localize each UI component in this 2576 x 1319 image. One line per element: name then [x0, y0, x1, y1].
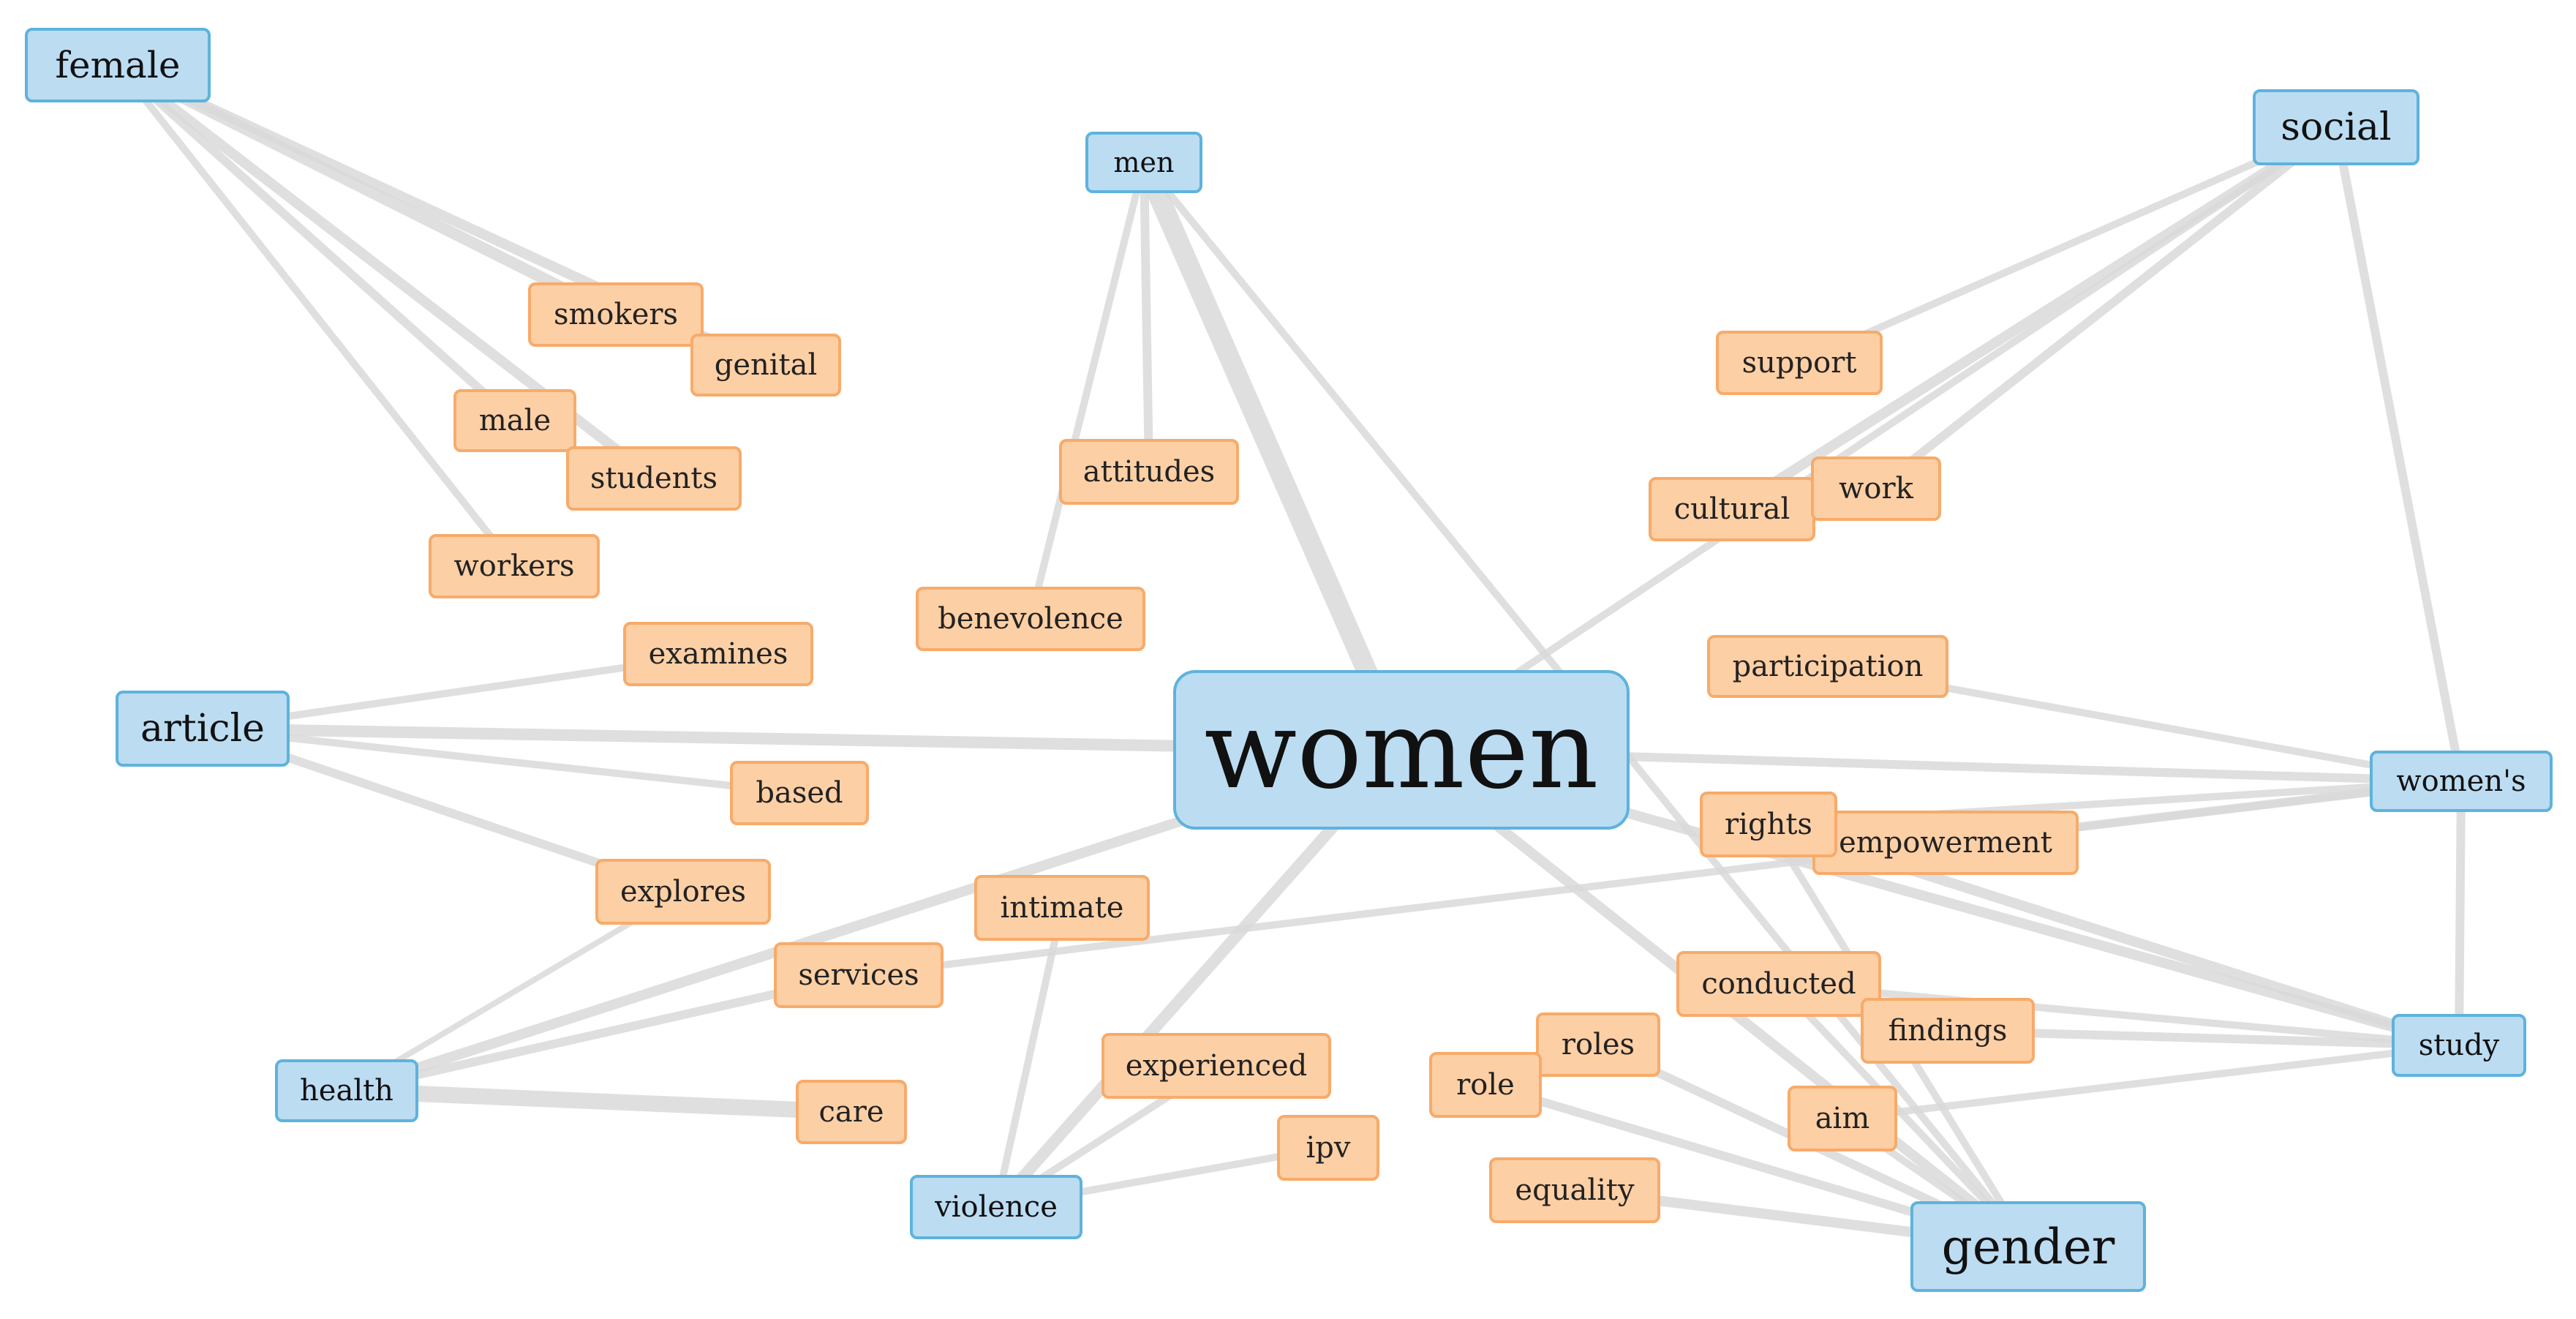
edge-social-work: [1872, 123, 2340, 493]
hub-health: health: [275, 1059, 418, 1122]
term-empowerment: empowerment: [1812, 811, 2079, 875]
term-students: students: [566, 446, 742, 511]
hub-violence: violence: [910, 1175, 1082, 1239]
edge-social-womens: [2332, 123, 2466, 786]
term-experienced: experienced: [1101, 1033, 1331, 1099]
term-explores: explores: [595, 859, 771, 925]
edge-men-benevolence: [1027, 159, 1148, 623]
term-services: services: [774, 942, 944, 1008]
term-work: work: [1811, 456, 1941, 521]
hub-female: female: [25, 28, 211, 102]
edge-female-workers: [114, 61, 518, 570]
edge-health-explores: [344, 889, 686, 1094]
term-benevolence: benevolence: [916, 587, 1145, 651]
term-participation: participation: [1707, 635, 1948, 698]
edge-health-care: [339, 1083, 859, 1120]
edge-services-womens: [855, 778, 2465, 979]
hub-article: article: [116, 691, 290, 767]
hub-social: social: [2253, 89, 2419, 165]
edge-health-services: [342, 971, 863, 1095]
edge-female-male: [113, 61, 519, 425]
edge-social-women: [1398, 124, 2340, 754]
hub-women: women: [1173, 670, 1630, 830]
term-based: based: [730, 761, 869, 825]
term-rights: rights: [1700, 792, 1837, 857]
edge-womens-study: [2455, 777, 2466, 1050]
term-findings: findings: [1861, 998, 2035, 1064]
term-workers: workers: [429, 534, 600, 598]
edge-men-women: [1134, 152, 1412, 760]
hub-men: men: [1085, 132, 1202, 193]
term-male: male: [453, 389, 576, 452]
term-examines: examines: [623, 622, 813, 686]
hub-gender: gender: [1910, 1201, 2146, 1292]
edge-article-based: [199, 725, 803, 797]
term-attitudes: attitudes: [1059, 439, 1239, 505]
term-intimate: intimate: [974, 875, 1150, 941]
term-care: care: [796, 1080, 907, 1144]
hub-study: study: [2392, 1014, 2526, 1077]
edge-study-conducted: [1775, 980, 2463, 1049]
term-roles: roles: [1536, 1012, 1660, 1077]
edge-social-support: [1796, 124, 2340, 367]
term-aim: aim: [1788, 1086, 1897, 1151]
edge-violence-intimate: [993, 904, 1066, 1211]
term-genital: genital: [690, 334, 841, 397]
term-cultural: cultural: [1649, 477, 1815, 541]
term-smokers: smokers: [528, 282, 704, 347]
term-equality: equality: [1489, 1157, 1660, 1223]
term-role: role: [1429, 1052, 1542, 1118]
edge-men-attitudes: [1140, 158, 1153, 476]
hub-womens: women's: [2370, 751, 2553, 812]
term-ipv: ipv: [1277, 1115, 1379, 1181]
term-support: support: [1716, 331, 1883, 395]
term-conducted: conducted: [1676, 951, 1881, 1017]
